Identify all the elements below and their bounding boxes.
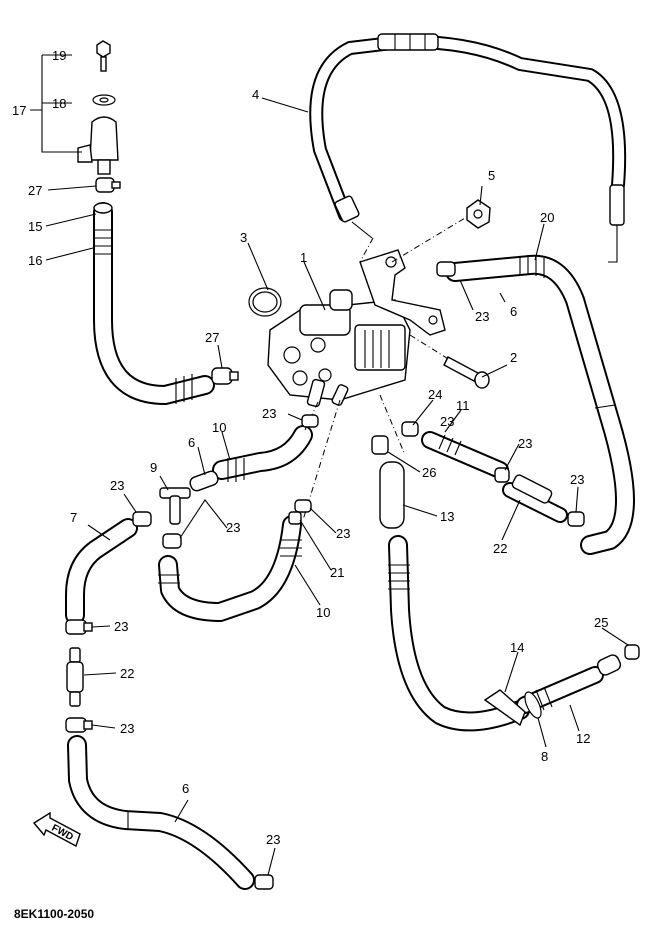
clamp-23-under-7 [65,619,93,635]
oil-pump-1 [267,289,411,408]
hose-10b [158,515,302,622]
hose-6-short [189,470,219,492]
callout-8: 8 [541,749,548,764]
bolt-2 [443,356,490,389]
bolt-19 [96,40,111,72]
callout-27-top: 27 [28,183,42,198]
callout-23-d: 23 [570,472,584,487]
cap-26 [371,435,389,455]
callout-1: 1 [300,250,307,265]
clamp-24 [401,421,419,437]
callout-25: 25 [594,615,608,630]
callout-10-lower: 10 [316,605,330,620]
callout-23-j: 23 [266,832,280,847]
pipe-22-right [502,482,568,523]
check-valve-22-right [511,474,553,504]
callout-27-mid: 27 [205,330,219,345]
cable-4 [309,33,627,263]
callout-24: 24 [428,387,442,402]
hose-end-25 [596,654,622,676]
callout-5: 5 [488,168,495,183]
hose-6-bottom [67,735,255,890]
callout-labels: 1 2 3 4 5 6 6 6 7 8 9 10 10 11 12 13 14 … [12,48,608,847]
leader-dashes [302,214,471,521]
callout-4: 4 [252,87,259,102]
callout-2: 2 [510,350,517,365]
callout-23-h: 23 [114,619,128,634]
callout-13: 13 [440,509,454,524]
clamp-23-right-a [494,467,510,483]
clamp-27-top [95,177,121,193]
callout-10-upper: 10 [212,420,226,435]
callout-20: 20 [540,210,554,225]
callout-23-k: 23 [440,414,454,429]
clamp-23-center [294,499,312,513]
callout-22-left: 22 [120,666,134,681]
callout-26: 26 [422,465,436,480]
callout-leaders [30,54,629,876]
part-21 [288,511,302,525]
callout-19: 19 [52,48,66,63]
part-8 [524,691,542,719]
washer-18 [92,94,116,106]
callout-23-g: 23 [336,526,350,541]
mount-bracket [359,249,446,336]
callout-9: 9 [150,460,157,475]
callout-6-middle: 6 [188,435,195,450]
callout-6-bottom: 6 [182,781,189,796]
hose-14 [388,535,530,732]
callout-15: 15 [28,219,42,234]
bracket-14 [483,689,526,727]
callout-7: 7 [70,510,77,525]
hose-10a [212,425,313,482]
t-joint-9 [159,487,191,525]
forward-arrow-icon: FWD [32,811,81,848]
callout-23-b: 23 [262,406,276,421]
pipe-11 [421,431,509,479]
hose-15-end [93,202,113,214]
clamp-23-right-b [567,511,585,527]
callout-23-a: 23 [475,309,489,324]
callout-22-right: 22 [493,541,507,556]
hose-7 [65,518,138,625]
clamp-23-bottom [254,874,274,890]
callout-23-i: 23 [120,721,134,736]
callout-23-f: 23 [226,520,240,535]
union-17 [77,116,119,175]
diagram-code: 8EK1100-2050 [14,907,94,921]
clamp-23-left-top [132,511,152,527]
callout-14: 14 [510,640,524,655]
callout-16: 16 [28,253,42,268]
hose-16 [93,202,215,405]
clamp-23-under-22 [65,717,93,733]
check-valve-22-left [66,647,84,707]
clamp-25 [624,644,640,660]
fwd-label: FWD [50,823,75,843]
clamp-23-near-6 [436,261,456,277]
clamp-23-left-mid [162,533,182,549]
hose-13 [379,461,405,529]
clamp-23-upper-center [301,414,319,428]
callout-3: 3 [240,230,247,245]
callout-23-e: 23 [110,478,124,493]
callout-17: 17 [12,103,26,118]
callout-23-c: 23 [518,436,532,451]
hose-20 [445,254,635,555]
callout-6-upper: 6 [510,304,517,319]
callout-12: 12 [576,731,590,746]
callout-21: 21 [330,565,344,580]
clamp-27-mid [211,367,239,385]
callout-11: 11 [456,398,470,413]
callout-18: 18 [52,96,66,111]
